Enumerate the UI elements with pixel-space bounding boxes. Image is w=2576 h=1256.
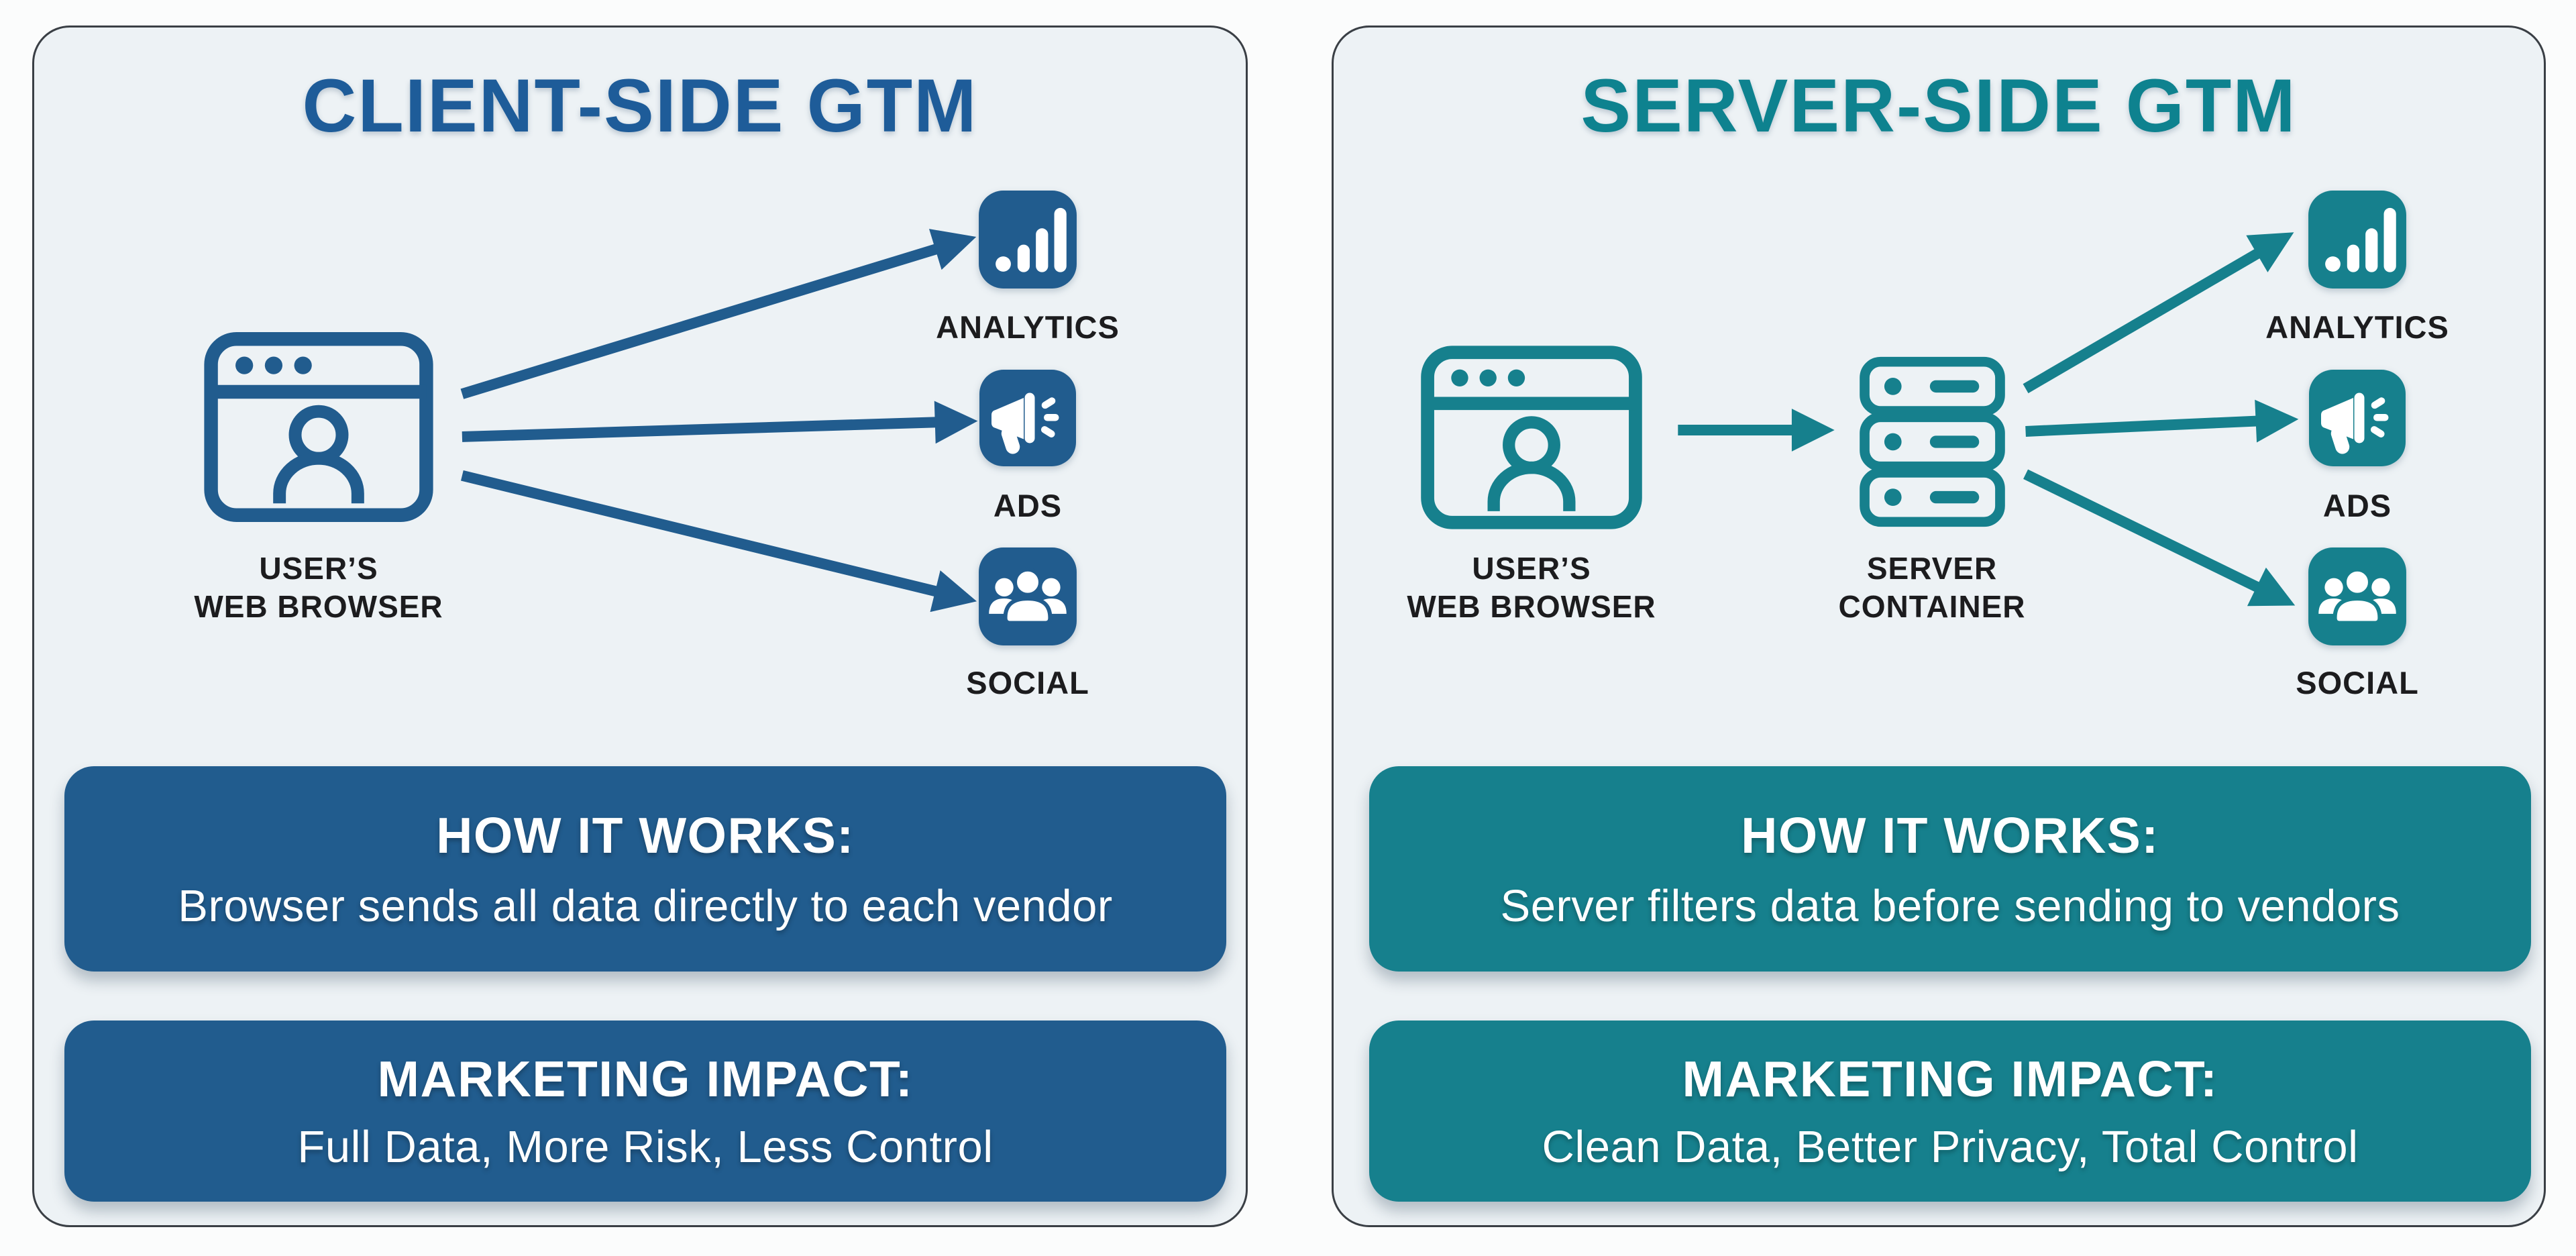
arrow-server-to-ads: [2025, 399, 2299, 443]
analytics-label: ANALYTICS: [2265, 309, 2449, 345]
users-web-browser-label-line1: USER’S: [1472, 551, 1591, 586]
server-how-it-works-description: Server filters data before sending to ve…: [1500, 880, 2400, 931]
users-web-browser-label: USER’S WEB BROWSER: [117, 550, 520, 626]
ads-label: ADS: [993, 488, 1063, 523]
server-how-it-works-heading: HOW IT WORKS:: [1741, 806, 2159, 863]
ads-label: ADS: [2322, 488, 2392, 523]
server-container-label-line1: SERVER: [1866, 551, 1998, 586]
server-how-it-works-banner: HOW IT WORKS: Server filters data before…: [1369, 766, 2531, 972]
analytics-bar-chart-icon: [977, 189, 1079, 291]
server-marketing-impact-heading: MARKETING IMPACT:: [1682, 1050, 2218, 1107]
arrow-browser-to-ads: [462, 401, 978, 444]
server-container-label: SERVER CONTAINER: [1731, 550, 2133, 626]
social-people-group-icon: [2306, 545, 2408, 647]
users-web-browser-label-line2: WEB BROWSER: [1407, 589, 1656, 625]
client-how-it-works-banner: HOW IT WORKS: Browser sends all data dir…: [64, 766, 1226, 972]
server-marketing-impact-description: Clean Data, Better Privacy, Total Contro…: [1542, 1121, 2359, 1172]
ads-megaphone-icon: [977, 368, 1078, 468]
client-panel-title: CLIENT-SIDE GTM: [302, 64, 978, 148]
social-people-group-icon: [977, 545, 1079, 647]
users-web-browser-label-line1: USER’S: [259, 551, 378, 586]
client-marketing-impact-description: Full Data, More Risk, Less Control: [297, 1121, 994, 1172]
ads-megaphone-icon: [2307, 368, 2408, 468]
server-panel-title: SERVER-SIDE GTM: [1580, 64, 2297, 148]
client-marketing-impact-heading: MARKETING IMPACT:: [377, 1050, 914, 1107]
analytics-label: ANALYTICS: [936, 309, 1120, 345]
server-container-label-line2: CONTAINER: [1838, 589, 2026, 625]
users-web-browser-icon: [201, 328, 436, 526]
social-label: SOCIAL: [2296, 665, 2419, 700]
server-container-icon: [1858, 356, 2006, 528]
analytics-bar-chart-icon: [2306, 189, 2408, 291]
users-web-browser-icon: [1418, 339, 1645, 536]
server-marketing-impact-banner: MARKETING IMPACT: Clean Data, Better Pri…: [1369, 1020, 2531, 1202]
users-web-browser-label-line2: WEB BROWSER: [194, 589, 443, 625]
client-side-panel: CLIENT-SIDE GTM USER’S: [32, 25, 1248, 1227]
users-web-browser-label: USER’S WEB BROWSER: [1330, 550, 1733, 626]
client-how-it-works-description: Browser sends all data directly to each …: [178, 880, 1113, 931]
social-label: SOCIAL: [966, 665, 1089, 700]
client-how-it-works-heading: HOW IT WORKS:: [436, 806, 855, 863]
server-side-panel: SERVER-SIDE GTM USE: [1332, 25, 2546, 1227]
client-marketing-impact-banner: MARKETING IMPACT: Full Data, More Risk, …: [64, 1020, 1226, 1202]
